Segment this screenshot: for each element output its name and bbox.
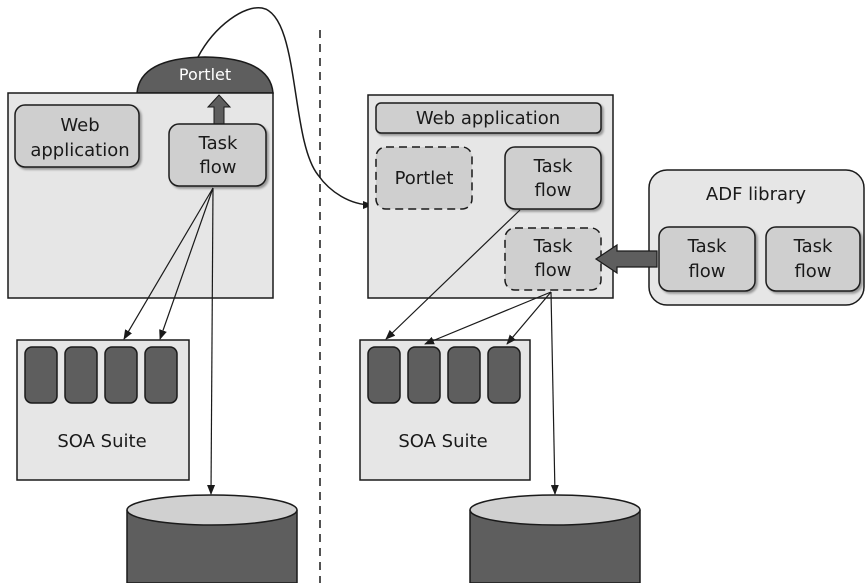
right-database-icon <box>469 494 641 583</box>
right-task-flow-box <box>504 146 602 210</box>
adf-task-flow-box-2 <box>765 226 861 292</box>
right-web-application-label: Web application <box>416 108 560 129</box>
adf-task-flow-label-2: Task <box>793 236 833 257</box>
right-task-flow-placeholder-label: Task <box>533 236 573 257</box>
left-soa-service-1 <box>24 346 58 404</box>
right-task-flow-label: Task <box>533 156 573 177</box>
left-arrow-to-database <box>207 187 216 495</box>
left-database-icon <box>126 494 298 583</box>
left-web-application-label: Web <box>60 115 99 136</box>
right-soa-service-4 <box>487 346 521 404</box>
right-arrow-to-database <box>550 291 559 495</box>
left-web-application-box <box>14 104 140 168</box>
right-arrow-task-flow-to-service-1 <box>385 209 521 340</box>
left-portlet-tab <box>136 56 274 94</box>
right-task-flow-label-2: flow <box>534 180 571 201</box>
right-arrow-to-service-2 <box>424 291 552 345</box>
left-task-flow-label: Task <box>198 133 238 154</box>
left-soa-service-2 <box>64 346 98 404</box>
right-web-application-box <box>375 102 602 134</box>
left-up-arrow <box>206 94 232 125</box>
right-arrow-to-service-4 <box>506 291 552 345</box>
left-task-flow-label-2: flow <box>199 157 236 178</box>
left-soa-service-4 <box>144 346 178 404</box>
left-arrow-to-service-4 <box>159 187 214 340</box>
left-arrow-to-service-3 <box>123 187 214 340</box>
right-soa-suite-label: SOA Suite <box>398 431 487 452</box>
right-soa-service-2 <box>407 346 441 404</box>
adf-library-title: ADF library <box>706 184 807 205</box>
right-portlet-placeholder <box>375 146 473 210</box>
right-soa-service-3 <box>447 346 481 404</box>
left-task-flow-box <box>168 123 267 187</box>
left-soa-suite-label: SOA Suite <box>57 431 146 452</box>
right-task-flow-placeholder <box>504 227 602 291</box>
adf-task-flow-label-1b: flow <box>688 261 725 282</box>
adf-task-flow-label-1: Task <box>687 236 727 257</box>
right-portlet-label: Portlet <box>395 168 454 189</box>
adf-import-arrow <box>594 243 658 275</box>
right-soa-service-1 <box>367 346 401 404</box>
adf-task-flow-label-2b: flow <box>794 261 831 282</box>
adf-task-flow-box-1 <box>658 226 756 292</box>
right-task-flow-placeholder-label-2: flow <box>534 260 571 281</box>
portlet-transfer-arrow <box>197 7 373 209</box>
left-web-application-label-2: application <box>30 140 129 161</box>
left-soa-service-3 <box>104 346 138 404</box>
left-portlet-label: Portlet <box>179 65 231 84</box>
